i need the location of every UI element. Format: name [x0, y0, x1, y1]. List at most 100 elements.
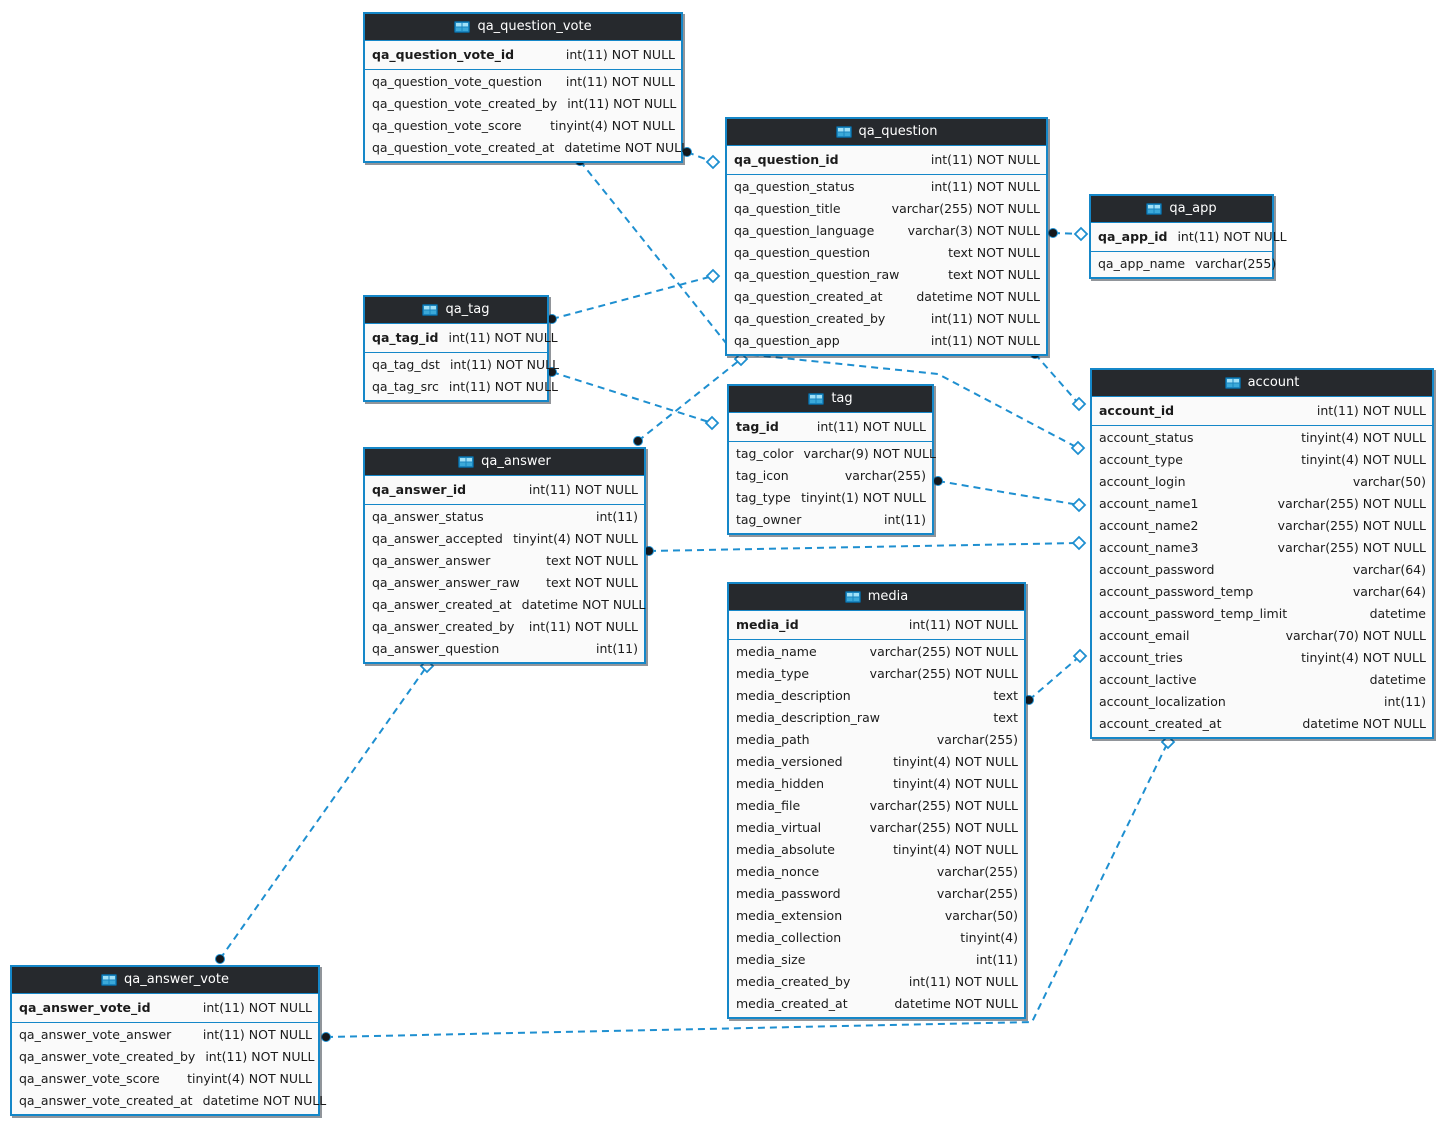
relationship-line[interactable] [219, 665, 428, 960]
relationship-line[interactable] [937, 480, 1080, 506]
table-header-qa_app[interactable]: qa_app [1091, 196, 1272, 223]
relationship-qa_question-qa_app[interactable] [1048, 226, 1089, 242]
relationship-media-account[interactable] [1024, 648, 1088, 705]
relationship-line[interactable] [551, 371, 713, 424]
relationship-line[interactable] [579, 160, 1079, 449]
table-header-qa_question[interactable]: qa_question [727, 119, 1046, 146]
relationship-qa_question-account[interactable] [1030, 349, 1087, 412]
table-header-media[interactable]: media [729, 584, 1024, 611]
relationship-line[interactable] [1028, 655, 1081, 701]
table-header-qa_tag[interactable]: qa_tag [365, 297, 547, 324]
table-header-qa_question_vote[interactable]: qa_question_vote [365, 14, 681, 41]
relationship-qa_tag-qa_question[interactable] [547, 268, 721, 324]
relationship-line[interactable] [325, 741, 1169, 1038]
relationship-line[interactable] [551, 275, 714, 320]
relationship-line[interactable] [637, 358, 742, 442]
table-header-account[interactable]: account [1092, 370, 1432, 397]
relationship-line[interactable] [648, 542, 1080, 552]
relationship-qa_tag-tag[interactable] [547, 367, 720, 431]
relationship-line[interactable] [1034, 353, 1080, 405]
relationship-qa_answer_vote-qa_answer[interactable] [215, 658, 435, 964]
relationship-qa_question_vote-qa_question[interactable] [682, 147, 721, 170]
relationship-tag-account[interactable] [933, 476, 1087, 513]
table-header-qa_answer_vote[interactable]: qa_answer_vote [12, 967, 318, 994]
